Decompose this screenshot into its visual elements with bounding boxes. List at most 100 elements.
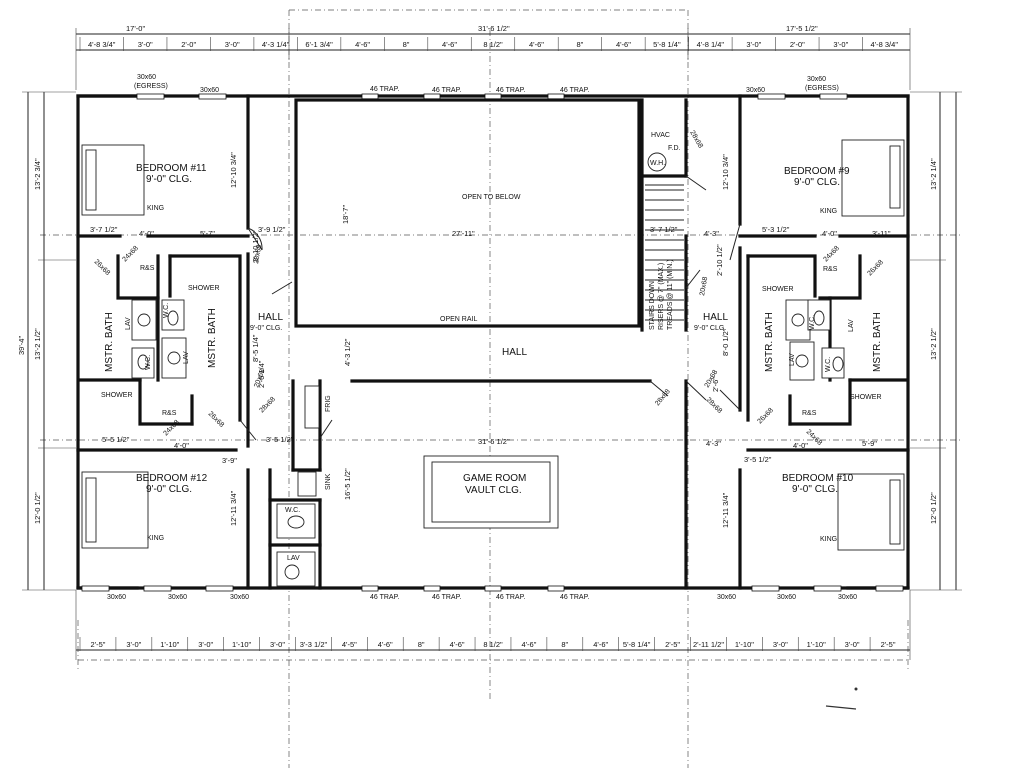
label-rs-right-2: R&S xyxy=(802,410,817,417)
label-bedroom9-ceiling: 9'-0" CLG. xyxy=(794,177,840,188)
label-mstr-bath-right-2: MSTR. BATH xyxy=(872,312,883,372)
dim-right-part-2: 13'-2 1/2" xyxy=(929,328,938,360)
dim-top-part-18: 3'-0" xyxy=(833,40,848,49)
dim-game-height: 16'-5 1/2" xyxy=(343,468,352,500)
label-trap-top-1: 46 TRAP. xyxy=(370,86,399,93)
top-part-dimensions: 4'-8 3/4"3'-0"2'-0"3'-0"4'-3 1/4"6'-1 3/… xyxy=(79,37,899,51)
label-trap-bottom-3: 46 TRAP. xyxy=(496,594,525,601)
dim-left-j: 3'-9" xyxy=(222,456,237,465)
dim-bottom-part-18: 2'-11 1/2" xyxy=(693,640,724,649)
dim-right-k: 3'-5 1/2" xyxy=(744,455,772,464)
dim-top-part-13: 4'-6" xyxy=(616,40,631,49)
label-wh: W.H. xyxy=(650,160,665,167)
label-sink: SINK xyxy=(325,473,332,490)
label-stair-2: RISERS @ 7" (MAX.) xyxy=(658,263,665,330)
label-door-left-1: 26x68 xyxy=(93,258,112,277)
dim-bottom-part-4: 3'-0" xyxy=(198,640,213,649)
label-door-left-2: 24x68 xyxy=(121,245,140,264)
label-bedroom11-ceiling: 9'-0" CLG. xyxy=(146,174,192,185)
dim-right-b: 5'-3 1/2" xyxy=(762,225,790,234)
bed-bedroom11 xyxy=(81,144,145,216)
dashed-grid-lines xyxy=(40,9,960,768)
label-door-left-3: 28x68 xyxy=(253,244,263,264)
label-trap-top-3: 46 TRAP. xyxy=(496,87,525,94)
label-wc-left-2: W.C. xyxy=(145,355,152,370)
dim-right-part-3: 12'-0 1/2" xyxy=(929,492,938,524)
dim-right-h: 4'-3" xyxy=(706,439,721,448)
label-door-right-3: 26x68 xyxy=(866,259,885,278)
label-window-top-2: 30x60 xyxy=(200,87,219,94)
label-hall-center: HALL xyxy=(502,347,527,358)
dim-bottom-part-22: 3'-0" xyxy=(845,640,860,649)
label-bedroom12-bed: KING xyxy=(147,535,164,542)
label-trap-top-2: 46 TRAP. xyxy=(432,87,461,94)
dim-left-f: 8'-5 1/4" xyxy=(251,334,260,362)
dim-bottom-part-17: 2'-5" xyxy=(665,640,680,649)
label-trap-bottom-4: 46 TRAP. xyxy=(560,594,589,601)
label-window-bottom-4: 30x60 xyxy=(717,594,736,601)
dim-left-k: 3'-5 1/2" xyxy=(266,435,294,444)
label-trap-top-4: 46 TRAP. xyxy=(560,87,589,94)
dim-right-c: 4'-0" xyxy=(822,229,837,238)
speck-1 xyxy=(854,687,858,691)
top-dimension-lines xyxy=(75,28,911,90)
bottom-windows xyxy=(81,585,904,592)
label-hall-right-ceiling: 9'-0" CLG. xyxy=(694,325,726,332)
dim-top-part-1: 4'-8 3/4" xyxy=(88,40,116,49)
label-rs-left-2: R&S xyxy=(162,410,177,417)
dim-top-part-19: 4'-8 3/4" xyxy=(871,40,899,49)
window-bottom-4 xyxy=(751,585,780,592)
label-shower-right-1: SHOWER xyxy=(762,286,794,293)
label-lav-left-2: LAV xyxy=(183,351,190,364)
window-trap-2 xyxy=(423,93,441,100)
bottom-dimension-lines xyxy=(75,590,911,660)
label-door-right-4: 28x68 xyxy=(654,388,672,407)
dim-top-part-4: 3'-0" xyxy=(225,40,240,49)
dim-left-i: 4'-0" xyxy=(174,441,189,450)
dim-game-width: 31'-6 1/2" xyxy=(478,437,510,446)
label-lav-right-2: LAV xyxy=(789,353,796,366)
label-open-rail: OPEN RAIL xyxy=(440,316,477,323)
label-bedroom9-bed: KING xyxy=(820,208,837,215)
dim-top-part-7: 4'-6" xyxy=(355,40,370,49)
dim-top-center-overall: 31'-6 1/2" xyxy=(478,24,510,33)
dim-left-h: 5'-5 1/2" xyxy=(102,435,130,444)
label-shower-left-2: SHOWER xyxy=(101,392,133,399)
dim-left-g: 2'-6 1/4" xyxy=(257,360,266,388)
dim-bed12-height: 12'-11 3/4" xyxy=(229,490,238,526)
label-wc-right-2: W.C. xyxy=(825,357,832,372)
dim-open-height: 18'-7" xyxy=(341,205,350,224)
label-egress-left-note: (EGRESS) xyxy=(134,83,168,90)
label-fd: F.D. xyxy=(668,145,681,152)
dim-top-left-overall: 17'-0" xyxy=(126,24,145,33)
sink-right-1 xyxy=(791,313,805,327)
interior-walls xyxy=(76,94,910,590)
room-labels: BEDROOM #11 9'-0" CLG. KING BEDROOM #9 9… xyxy=(101,132,883,562)
window-bottom-trap-4 xyxy=(547,585,565,592)
label-hall-left-ceiling: 9'-0" CLG. xyxy=(250,325,282,332)
dim-bottom-part-12: 8 1/2" xyxy=(483,640,503,649)
label-bedroom11-name: BEDROOM #11 xyxy=(136,163,207,174)
label-door-right-5: 28x68 xyxy=(705,396,724,415)
dim-bottom-part-7: 3'-3 1/2" xyxy=(300,640,328,649)
label-door-right-7: 26x68 xyxy=(756,407,775,426)
label-trap-bottom-2: 46 TRAP. xyxy=(432,594,461,601)
window-right-1 xyxy=(757,93,786,100)
dim-top-right-overall: 17'-5 1/2" xyxy=(786,24,818,33)
toilet-left-2 xyxy=(137,354,149,370)
bed-bedroom10 xyxy=(837,473,905,551)
dim-bottom-part-9: 4'-6" xyxy=(378,640,393,649)
label-mstr-bath-right-1: MSTR. BATH xyxy=(764,312,775,372)
label-game-room-name: GAME ROOM xyxy=(463,473,526,484)
dim-right-a: 4'-3" xyxy=(704,229,719,238)
label-door-hvac: 28x68 xyxy=(688,130,704,150)
water-heater xyxy=(647,152,667,172)
dim-bottom-part-14: 8" xyxy=(561,640,568,649)
inner-dimensions: 12'-10 3/4" 12'-10 3/4" 12'-11 3/4" 12'-… xyxy=(90,152,891,528)
label-mstr-bath-left-2: MSTR. BATH xyxy=(207,308,218,368)
label-door-left-7: 24x68 xyxy=(162,419,181,438)
label-hall-right-name: HALL xyxy=(703,312,728,323)
label-wc-right-1: W.C. xyxy=(809,315,816,330)
label-lav-right-1: LAV xyxy=(848,319,855,332)
dim-bottom-part-11: 4'-6" xyxy=(450,640,465,649)
